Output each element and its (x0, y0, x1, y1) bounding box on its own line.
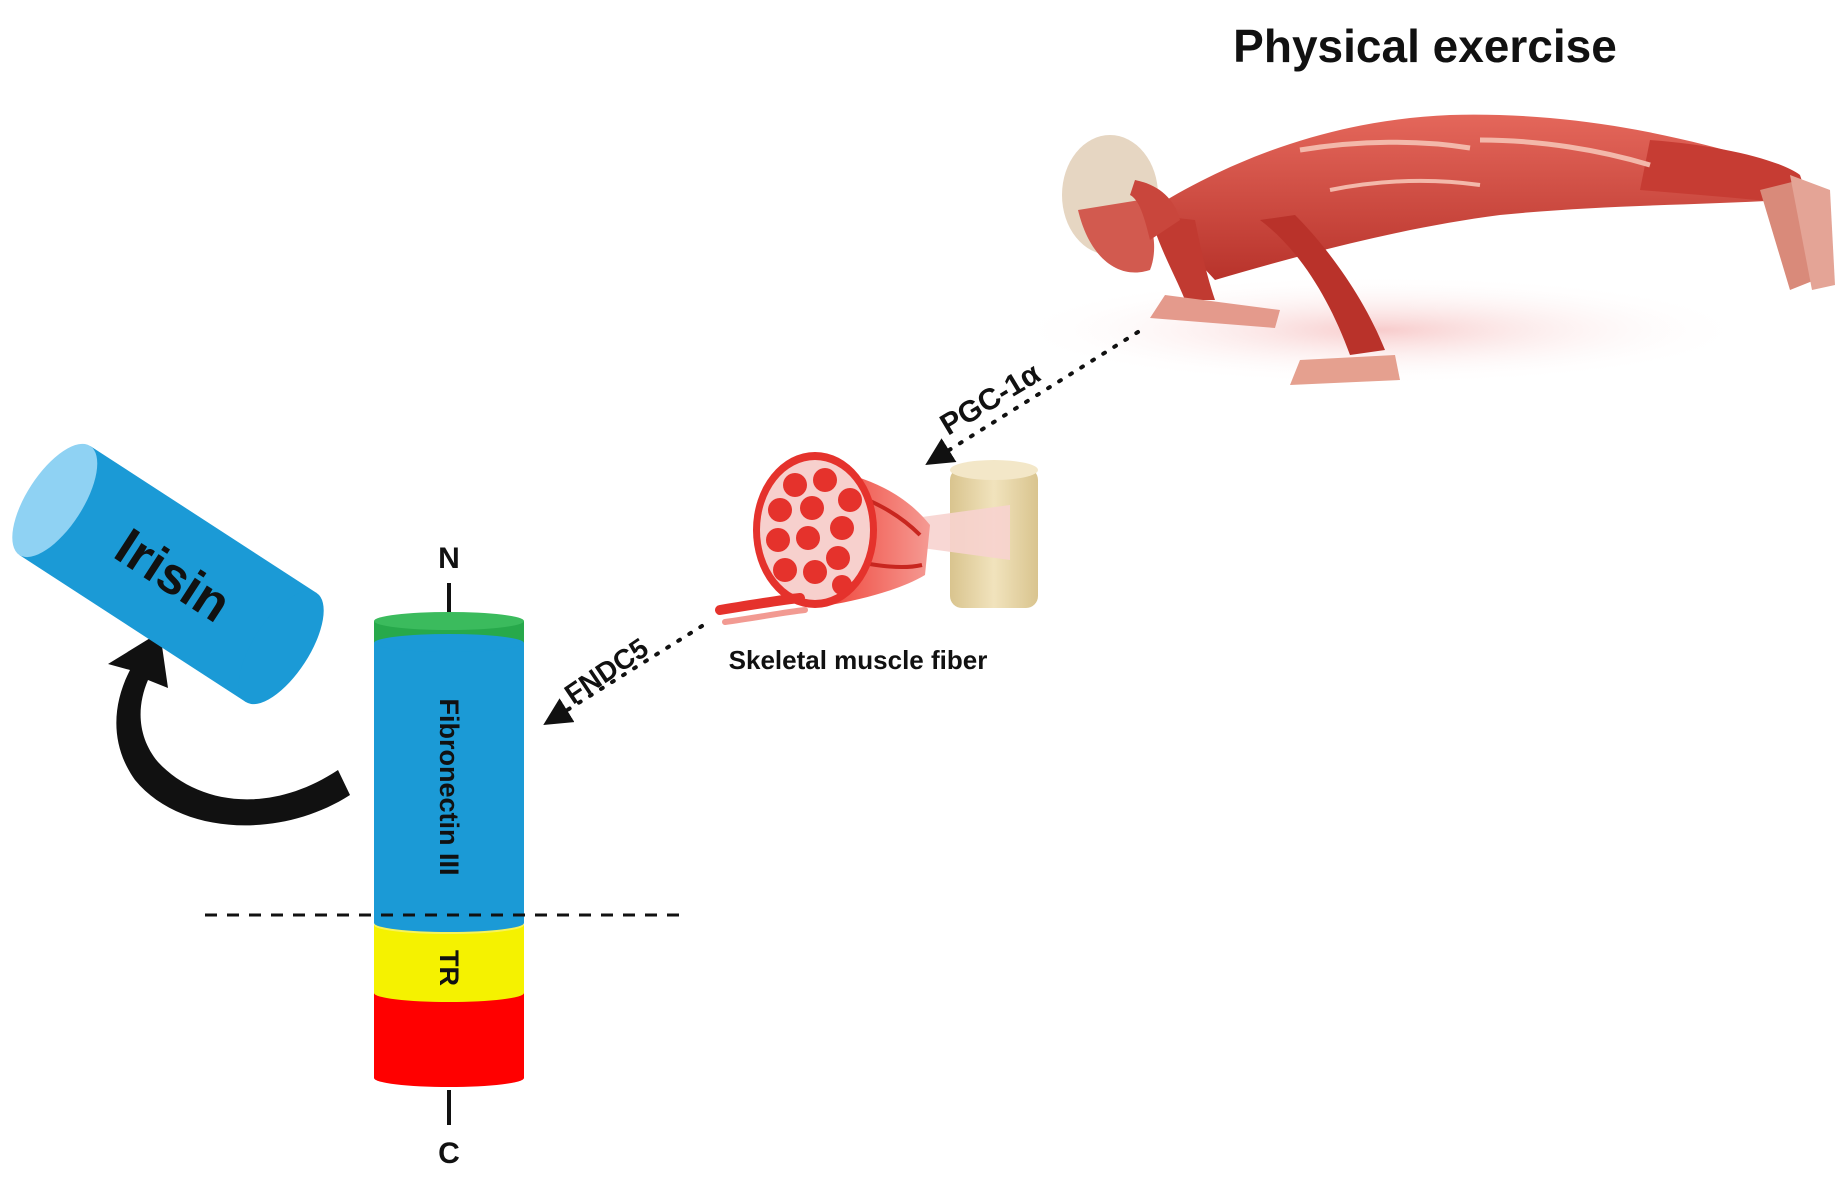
n-terminal-label: N (438, 542, 460, 575)
pgc-label: PGC-1α (935, 357, 1047, 442)
fndc5-label: FNDC5 (559, 632, 654, 710)
muscle-label: Skeletal muscle fiber (729, 645, 988, 675)
cleavage-arrow (108, 632, 350, 826)
muscle-fiber (715, 452, 1038, 625)
human-figure (1010, 114, 1835, 385)
c-terminal-label: C (438, 1137, 460, 1170)
irisin-molecule: Irisin (12, 443, 324, 705)
title: Physical exercise (1233, 20, 1617, 72)
fibronectin-label: Fibronectin III (434, 698, 464, 875)
fndc5-arrow (543, 624, 704, 725)
pgc-arrow (925, 330, 1140, 465)
fndc5-protein: N Fibronectin III TR C (374, 542, 524, 1170)
tr-label: TR (434, 950, 464, 986)
